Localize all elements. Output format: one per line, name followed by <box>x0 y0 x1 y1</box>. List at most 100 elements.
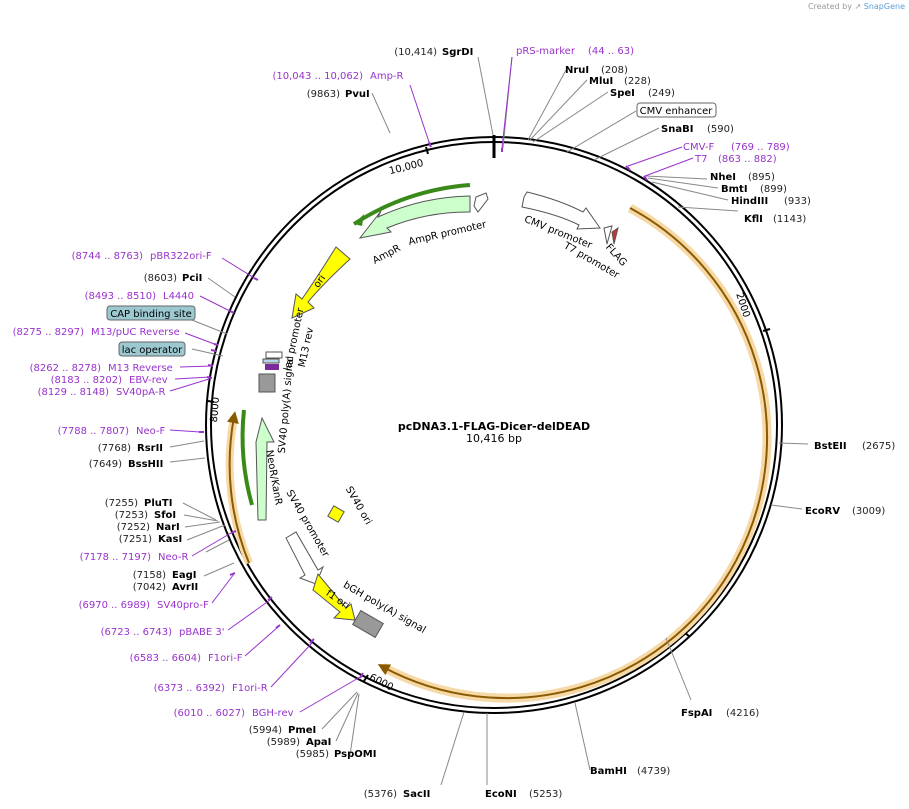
svg-text:BGH-rev: BGH-rev <box>252 708 294 719</box>
enzyme-sgrdi[interactable]: (10,414) SgrDI <box>394 47 473 58</box>
primer-labels: pRS-marker (44 .. 63) CMV-F (769 .. 789)… <box>13 46 790 719</box>
primer-m13-reverse[interactable]: (8262 .. 8278) M13 Reverse <box>30 363 173 374</box>
svg-text:KflI: KflI <box>744 214 763 225</box>
enzyme-econi[interactable]: EcoNI (5253) <box>485 789 562 800</box>
neo-arc-highlight <box>225 416 253 565</box>
svg-text:(933): (933) <box>784 196 811 207</box>
primer-pbabe-3[interactable]: (6723 .. 6743) pBABE 3' <box>101 627 225 638</box>
snapgene-credit: Created by ↗ SnapGene <box>807 2 905 11</box>
svg-text:(4216): (4216) <box>726 708 759 719</box>
primer-cmv-f[interactable]: CMV-F (769 .. 789) <box>683 142 790 153</box>
enzyme-labels: (10,414) SgrDI NruI (208) MluI (228) Spe… <box>89 47 896 800</box>
svg-text:EcoRV: EcoRV <box>805 506 840 517</box>
svg-text:(5989): (5989) <box>267 737 300 748</box>
enzyme-nrui[interactable]: NruI (208) <box>565 65 628 76</box>
enzyme-sfoi[interactable]: (7253) SfoI <box>115 510 176 521</box>
bgh-polya-box <box>352 609 384 639</box>
enzyme-apai[interactable]: (5989) ApaI <box>267 737 332 748</box>
m13-rev-mark <box>265 364 279 370</box>
cap-binding-site-tag[interactable]: CAP binding site <box>106 305 196 321</box>
svg-text:(7252): (7252) <box>117 522 150 533</box>
svg-text:BmtI: BmtI <box>721 184 748 195</box>
sv40-promoter-label: SV40 promoter <box>284 488 332 560</box>
primer-sv40pa-r[interactable]: (8129 .. 8148) SV40pA-R <box>38 387 166 398</box>
lac-promoter-mark <box>265 351 283 359</box>
enzyme-bamhi[interactable]: BamHI (4739) <box>590 766 670 777</box>
enzyme-eagi[interactable]: (7158) EagI <box>133 570 197 581</box>
sv40-ori-label: SV40 ori <box>343 485 374 527</box>
svg-text:RsrII: RsrII <box>137 443 163 454</box>
enzyme-kfli[interactable]: KflI (1143) <box>744 214 806 225</box>
enzyme-snabi[interactable]: SnaBI (590) <box>661 124 734 135</box>
svg-text:EBV-rev: EBV-rev <box>129 375 168 386</box>
enzyme-pcii[interactable]: (8603) PciI <box>144 273 203 284</box>
enzyme-bsshii[interactable]: (7649) BssHII <box>89 459 164 470</box>
svg-text:Neo-R: Neo-R <box>158 552 189 563</box>
insert-arc-highlight <box>380 204 772 703</box>
svg-text:(7251): (7251) <box>119 534 152 545</box>
svg-text:(769 .. 789): (769 .. 789) <box>731 142 790 153</box>
primer-t7[interactable]: T7 (863 .. 882) <box>694 154 777 165</box>
primer-l4440[interactable]: (8493 .. 8510) L4440 <box>85 291 194 302</box>
svg-text:(863 .. 882): (863 .. 882) <box>718 154 777 165</box>
primer-f1ori-r[interactable]: (6373 .. 6392) F1ori-R <box>154 683 268 694</box>
primer-leader-lines <box>169 56 694 713</box>
svg-text:(6970 .. 6989): (6970 .. 6989) <box>79 600 151 611</box>
enzyme-avrii[interactable]: (7042) AvrII <box>133 582 199 593</box>
cmv-enhancer-tag[interactable]: CMV enhancer <box>636 102 717 118</box>
svg-text:ApaI: ApaI <box>306 737 331 748</box>
primer-f1ori-f[interactable]: (6583 .. 6604) F1ori-F <box>130 653 243 664</box>
plasmid-length: 10,416 bp <box>466 432 522 445</box>
enzyme-fspai[interactable]: FspAI (4216) <box>681 708 759 719</box>
svg-text:(7042): (7042) <box>133 582 166 593</box>
svg-text:F1ori-F: F1ori-F <box>208 653 243 664</box>
neor-arrow <box>255 416 275 521</box>
insert-arc <box>377 207 769 700</box>
enzyme-sacii[interactable]: (5376) SacII <box>364 789 431 800</box>
plasmid-name: pcDNA3.1-FLAG-Dicer-delDEAD <box>398 420 590 433</box>
svg-text:lac operator: lac operator <box>122 345 183 356</box>
svg-text:(5253): (5253) <box>529 789 562 800</box>
primer-prs-marker[interactable]: pRS-marker (44 .. 63) <box>516 46 634 57</box>
svg-text:(8744 .. 8763): (8744 .. 8763) <box>72 251 144 262</box>
svg-text:PmeI: PmeI <box>288 725 316 736</box>
svg-text:EcoNI: EcoNI <box>485 789 517 800</box>
enzyme-nari[interactable]: (7252) NarI <box>117 522 180 533</box>
svg-text:(7788 .. 7807): (7788 .. 7807) <box>58 426 130 437</box>
svg-text:pRS-marker: pRS-marker <box>516 46 576 57</box>
primer-sv40pro-f[interactable]: (6970 .. 6989) SV40pro-F <box>79 600 209 611</box>
primer-ebv-rev[interactable]: (8183 .. 8202) EBV-rev <box>51 375 168 386</box>
enzyme-bmti[interactable]: BmtI (899) <box>721 184 787 195</box>
enzyme-pmei[interactable]: (5994) PmeI <box>249 725 317 736</box>
enzyme-ecorv[interactable]: EcoRV (3009) <box>805 506 885 517</box>
ampr-label: AmpR <box>371 243 403 267</box>
enzyme-hindiii[interactable]: HindIII (933) <box>731 196 811 207</box>
lac-operator-tag[interactable]: lac operator <box>118 341 186 357</box>
enzyme-pspomi[interactable]: (5985) PspOMI <box>296 749 377 760</box>
svg-text:PspOMI: PspOMI <box>334 749 376 760</box>
primer-neo-f[interactable]: (7788 .. 7807) Neo-F <box>58 426 166 437</box>
primer-bgh-rev[interactable]: (6010 .. 6027) BGH-rev <box>174 708 294 719</box>
enzyme-rsrii[interactable]: (7768) RsrII <box>98 443 163 454</box>
enzyme-kasi[interactable]: (7251) KasI <box>119 534 182 545</box>
svg-text:(7158): (7158) <box>133 570 166 581</box>
svg-text:(44 .. 63): (44 .. 63) <box>588 46 634 57</box>
ampr-promoter-arrow <box>473 192 489 213</box>
enzyme-nhei[interactable]: NheI (895) <box>710 172 775 183</box>
cmv-promoter-arrow <box>521 191 601 230</box>
enzyme-pluti[interactable]: (7255) PluTI <box>105 498 173 509</box>
svg-text:(8603): (8603) <box>144 273 177 284</box>
primer-amp-r[interactable]: (10,043 .. 10,062) Amp-R <box>273 71 404 82</box>
primer-m13-puc-reverse[interactable]: (8275 .. 8297) M13/pUC Reverse <box>13 327 180 338</box>
svg-text:(590): (590) <box>707 124 734 135</box>
svg-text:(9863): (9863) <box>307 89 340 100</box>
enzyme-pvui[interactable]: (9863) PvuI <box>307 89 370 100</box>
primer-pbr322ori-f[interactable]: (8744 .. 8763) pBR322ori-F <box>72 251 212 262</box>
enzyme-mlui[interactable]: MluI (228) <box>589 76 651 87</box>
tick-label: 8000 <box>209 397 222 423</box>
primer-neo-r[interactable]: (7178 .. 7197) Neo-R <box>80 552 189 563</box>
svg-text:(6373 .. 6392): (6373 .. 6392) <box>154 683 226 694</box>
enzyme-spei[interactable]: SpeI (249) <box>610 88 675 99</box>
enzyme-bsteii[interactable]: BstEII (2675) <box>814 441 895 452</box>
